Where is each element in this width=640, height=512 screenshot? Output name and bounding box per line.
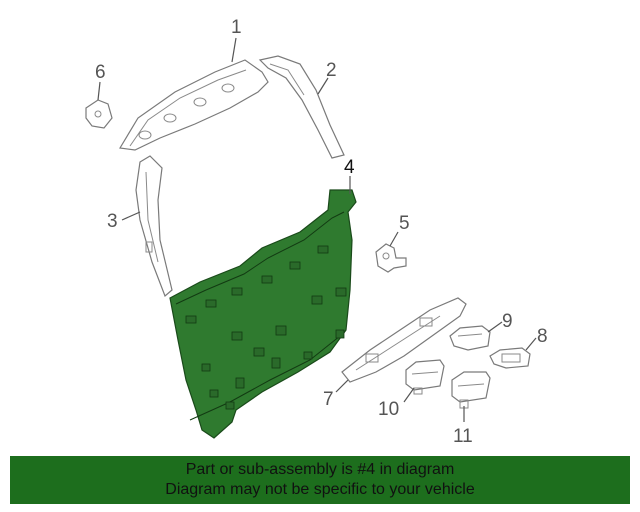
part-6-retainer[interactable] bbox=[85, 99, 113, 129]
callout-8: 8 bbox=[537, 326, 548, 347]
callout-1: 1 bbox=[231, 17, 242, 38]
callout-9: 9 bbox=[502, 311, 513, 332]
part-3-pillar-trim[interactable] bbox=[135, 155, 173, 298]
callout-4: 4 bbox=[344, 157, 355, 178]
callout-10: 10 bbox=[378, 399, 399, 420]
notice-banner: Part or sub-assembly is #4 in diagram Di… bbox=[10, 456, 630, 504]
callout-3: 3 bbox=[107, 211, 118, 232]
part-5-push-clip[interactable] bbox=[375, 243, 407, 273]
callout-6: 6 bbox=[95, 62, 106, 83]
callout-7: 7 bbox=[323, 389, 334, 410]
callout-2: 2 bbox=[326, 60, 337, 81]
part-10-switch[interactable] bbox=[405, 359, 445, 395]
part-2-pillar-trim[interactable] bbox=[258, 55, 345, 159]
part-4-liftgate-panel[interactable] bbox=[169, 189, 357, 439]
part-11-switch[interactable] bbox=[451, 371, 491, 409]
callout-5: 5 bbox=[399, 213, 410, 234]
banner-line-2: Diagram may not be specific to your vehi… bbox=[165, 481, 475, 498]
part-9-bracket[interactable] bbox=[449, 325, 491, 351]
part-7-sill-plate[interactable] bbox=[341, 297, 467, 383]
parts-diagram: 1 2 3 4 5 6 7 8 9 10 11 bbox=[85, 17, 548, 447]
callout-11: 11 bbox=[453, 426, 473, 447]
banner-line-1: Part or sub-assembly is #4 in diagram bbox=[185, 461, 455, 478]
part-1-header-trim[interactable] bbox=[119, 59, 269, 151]
leader-lines bbox=[97, 37, 537, 422]
part-8-bezel[interactable] bbox=[489, 347, 531, 369]
